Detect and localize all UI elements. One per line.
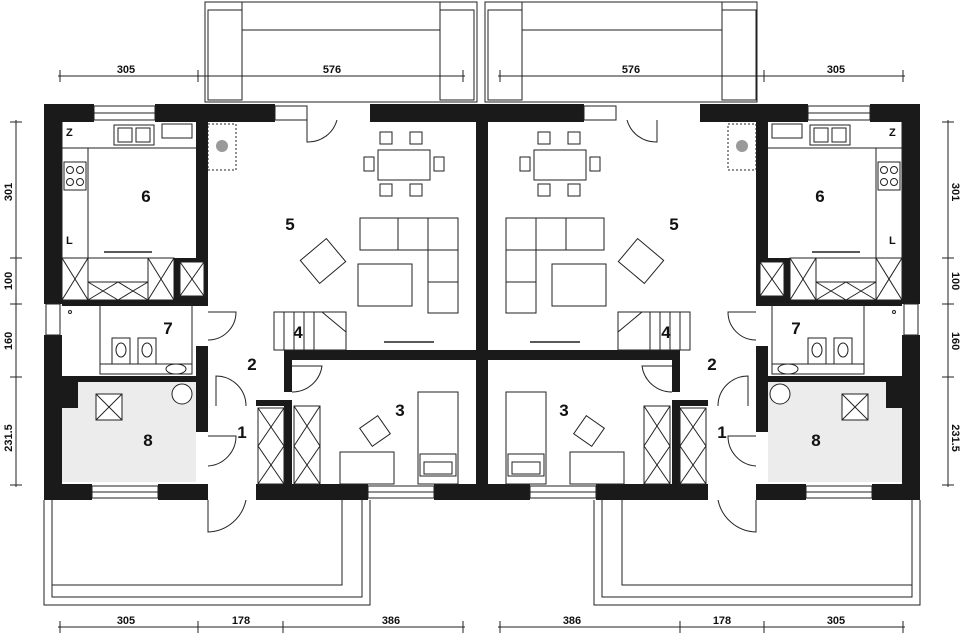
wardrobe-left xyxy=(257,405,321,485)
dim-bottom-right-2: 178 xyxy=(713,615,731,627)
dim-bottom-right-3: 305 xyxy=(827,615,845,627)
dim-right-1: 301 xyxy=(949,183,961,201)
boiler-left xyxy=(207,123,237,171)
room-label-7-right: 7 xyxy=(791,319,800,338)
room-label-3-right: 3 xyxy=(559,401,568,420)
kitchen-mark-z-right: Z xyxy=(889,127,896,139)
dim-top-left-1: 305 xyxy=(117,64,135,76)
room-8-right-fixtures xyxy=(769,382,902,421)
room-label-6-right: 6 xyxy=(815,187,824,206)
room-label-3-left: 3 xyxy=(395,401,404,420)
room-label-5-right: 5 xyxy=(669,215,678,234)
room-label-6-left: 6 xyxy=(141,187,150,206)
dim-right-4: 231.5 xyxy=(949,424,961,452)
room-label-7-left: 7 xyxy=(163,319,172,338)
room-label-1-right: 1 xyxy=(717,423,726,442)
dim-right-2: 100 xyxy=(949,272,961,290)
kitchen-mark-z-left: Z xyxy=(66,127,73,139)
room-label-8-left: 8 xyxy=(143,431,152,450)
dimension-labels: 305 576 576 305 305 178 386 386 178 305 … xyxy=(3,64,961,627)
kitchen-mark-l-right: L xyxy=(889,235,896,247)
kitchen-mark-l-left: L xyxy=(66,235,73,247)
walls xyxy=(44,104,920,500)
room-label-2-right: 2 xyxy=(707,355,716,374)
dining-table-left xyxy=(363,131,445,197)
room-3-left-furniture xyxy=(339,391,459,485)
room-label-4-left: 4 xyxy=(293,323,303,342)
sofa-right xyxy=(505,217,665,314)
dim-right-3: 160 xyxy=(949,332,961,350)
boiler-right xyxy=(727,123,757,171)
dim-bottom-left-1: 305 xyxy=(117,615,135,627)
dim-top-left-2: 576 xyxy=(323,64,341,76)
room-8-floor-right xyxy=(768,382,902,482)
bottom-terrace-left xyxy=(43,500,371,606)
room-label-1-left: 1 xyxy=(237,423,246,442)
dim-bottom-left-3: 386 xyxy=(382,615,400,627)
stairs-left xyxy=(273,311,434,351)
top-terrace-left xyxy=(204,1,478,103)
dimension-lines xyxy=(10,70,954,633)
room-label-8-right: 8 xyxy=(811,431,820,450)
dim-left-3: 160 xyxy=(3,332,15,350)
dim-left-2: 100 xyxy=(3,272,15,290)
dining-table-right xyxy=(519,131,601,197)
kitchen-left: Z L xyxy=(61,122,208,301)
bottom-terrace-right xyxy=(593,500,921,606)
room-label-4-right: 4 xyxy=(661,323,671,342)
stairs-right xyxy=(530,311,691,351)
room-label-5-left: 5 xyxy=(285,215,294,234)
windows xyxy=(45,105,919,499)
dim-top-right-1: 576 xyxy=(622,64,640,76)
room-3-right-furniture xyxy=(505,391,625,485)
sofa-left xyxy=(299,217,459,314)
dim-bottom-right-1: 386 xyxy=(563,615,581,627)
boiler-icon-left xyxy=(216,140,228,152)
dim-left-4: 231.5 xyxy=(3,424,15,452)
room-labels-left: 1 2 3 4 5 6 7 8 xyxy=(141,187,404,450)
room-labels-right: 1 2 3 4 5 6 7 8 xyxy=(559,187,824,450)
doors xyxy=(207,119,757,533)
bathroom-left xyxy=(68,303,193,375)
room-8-left-fixtures xyxy=(62,382,193,421)
dim-top-right-2: 305 xyxy=(827,64,845,76)
wardrobe-right xyxy=(643,405,707,485)
bathroom-right xyxy=(771,303,896,375)
dim-left-1: 301 xyxy=(3,183,15,201)
boiler-icon-right xyxy=(736,140,748,152)
room-label-2-left: 2 xyxy=(247,355,256,374)
kitchen-right: Z L xyxy=(756,122,903,301)
top-terrace-right xyxy=(484,1,758,103)
dim-bottom-left-2: 178 xyxy=(232,615,250,627)
